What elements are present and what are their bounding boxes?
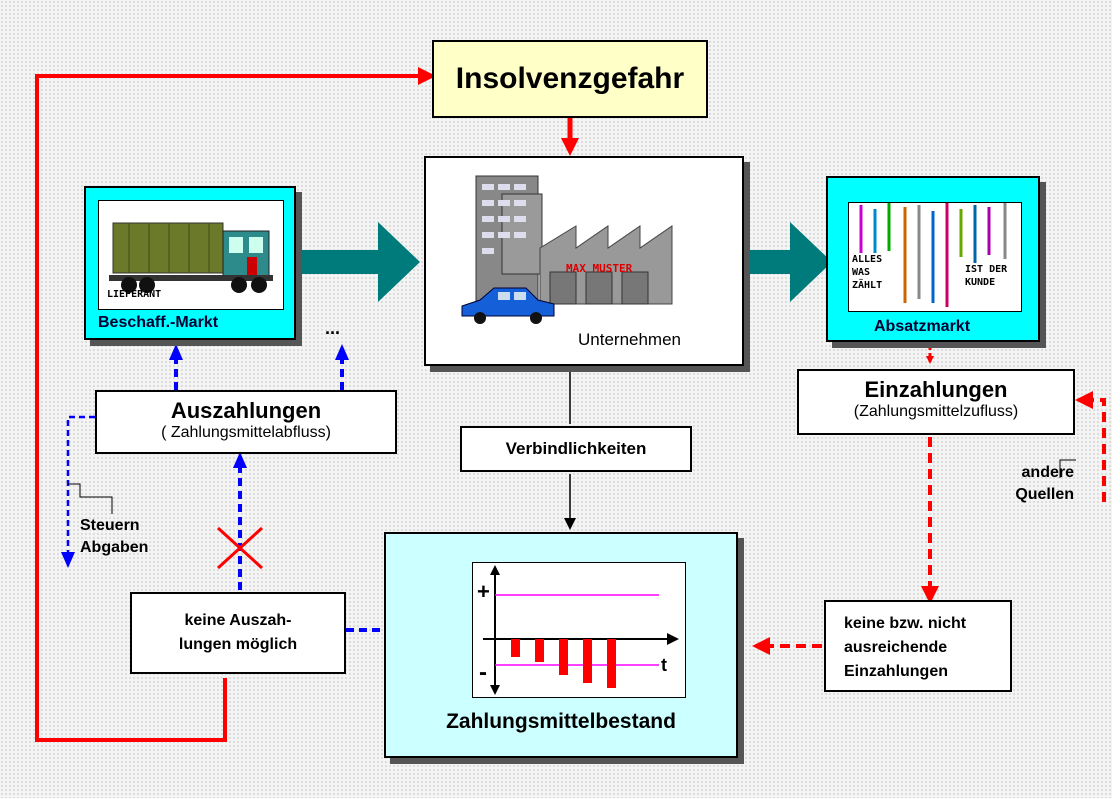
outflow-box: Auszahlungen ( Zahlungsmittelabfluss) (95, 390, 397, 454)
cash-bar-1 (511, 639, 520, 657)
no-payments-box: keine Auszah- lungen möglich (130, 592, 346, 674)
company-building-illustration (461, 175, 673, 324)
truck-sign-label: LIEFERANT (107, 289, 162, 300)
building-sign-label: MAX MUSTER (566, 262, 633, 275)
cash-bar-2 (535, 639, 544, 662)
cash-balance-title: Zahlungsmittelbestand (446, 710, 676, 733)
no-payments-line-1: keine Auszah- (184, 612, 292, 629)
outflow-subtitle: ( Zahlungsmittelabfluss) (161, 424, 331, 441)
cash-minus-sign: - (479, 659, 487, 686)
sign-left: ALLES WAS ZÄHLT (852, 253, 898, 292)
blocked-cross-mark (216, 526, 264, 570)
inflow-subtitle: (Zahlungsmittelzufluss) (853, 403, 1019, 420)
truck-illustration (109, 222, 273, 293)
inflow-box: Einzahlungen (Zahlungsmittelzufluss) (797, 369, 1075, 435)
more-markets-ellipsis: ... (325, 318, 341, 338)
insolvency-risk-box: Insolvenzgefahr (432, 40, 708, 118)
sign-left-line-2: WAS (852, 267, 871, 278)
sign-left-line-1: ALLES (852, 254, 883, 265)
other-sources-leader (1059, 459, 1076, 478)
crowd-illustration (859, 203, 1007, 307)
supplier-to-company-arrow (300, 222, 420, 302)
outflow-title: Auszahlungen (170, 398, 322, 423)
other-sources-line-1: andere (1021, 464, 1074, 481)
company-box: MAX MUSTER Unternehmen (424, 156, 744, 366)
insolvency-loop-line (35, 67, 436, 742)
cash-balance-box: + - t Zahlungsmittelbestand (384, 532, 738, 758)
other-sources-line-2: Quellen (1015, 486, 1074, 503)
sign-left-line-3: ZÄHLT (852, 280, 883, 291)
no-income-line-3: Einzahlungen (844, 663, 948, 680)
cash-time-label: t (661, 655, 667, 675)
cash-chart (483, 565, 679, 695)
cash-plus-sign: + (477, 579, 490, 604)
supplier-truck-image: LIEFERANT (98, 200, 284, 310)
sign-right: IST DER KUNDE (965, 263, 1019, 289)
cash-y-axis-arrow-down (490, 685, 500, 695)
no-payments-line-2: lungen möglich (178, 636, 298, 653)
cash-x-axis-arrow (667, 633, 679, 645)
sales-market-image: ALLES WAS ZÄHLT IST DER KUNDE (848, 202, 1022, 312)
company-to-market-arrow (744, 222, 832, 302)
taxes-line-1: Steuern (80, 517, 140, 534)
cash-bar-4 (583, 639, 592, 683)
cash-bar-5 (607, 639, 616, 688)
cash-bar-3 (559, 639, 568, 675)
no-income-line-2: ausreichende (844, 639, 948, 656)
inflow-title: Einzahlungen (864, 377, 1008, 402)
taxes-leader (68, 483, 113, 514)
cash-y-axis-arrow-up (490, 565, 500, 575)
taxes-label: Steuern Abgaben (80, 515, 148, 559)
sign-right-line-1: IST DER (965, 264, 1008, 275)
insufficient-income-box: keine bzw. nicht ausreichende Einzahlung… (824, 600, 1012, 692)
company-label: Unternehmen (578, 330, 682, 349)
other-sources-label: andere Quellen (998, 462, 1074, 506)
sign-right-line-2: KUNDE (965, 277, 996, 288)
liabilities-box: Verbindlichkeiten (460, 426, 692, 472)
taxes-line-2: Abgaben (80, 539, 149, 556)
supplier-market-label: Beschaff.-Markt (98, 314, 219, 331)
liabilities-label: Verbindlichkeiten (505, 439, 647, 458)
no-income-line-1: keine bzw. nicht (844, 615, 967, 632)
sales-market-label: Absatzmarkt (874, 318, 971, 335)
cash-bars (511, 639, 616, 688)
cash-chart-panel: + - t (472, 562, 686, 698)
supplier-market-box: LIEFERANT Beschaff.-Markt (84, 186, 296, 340)
insolvency-risk-title: Insolvenzgefahr (455, 62, 685, 95)
outflow-to-taxes-arrow (61, 415, 95, 568)
sales-market-box: ALLES WAS ZÄHLT IST DER KUNDE Absatzmark… (826, 176, 1040, 342)
other-sources-arrow (1075, 391, 1106, 502)
